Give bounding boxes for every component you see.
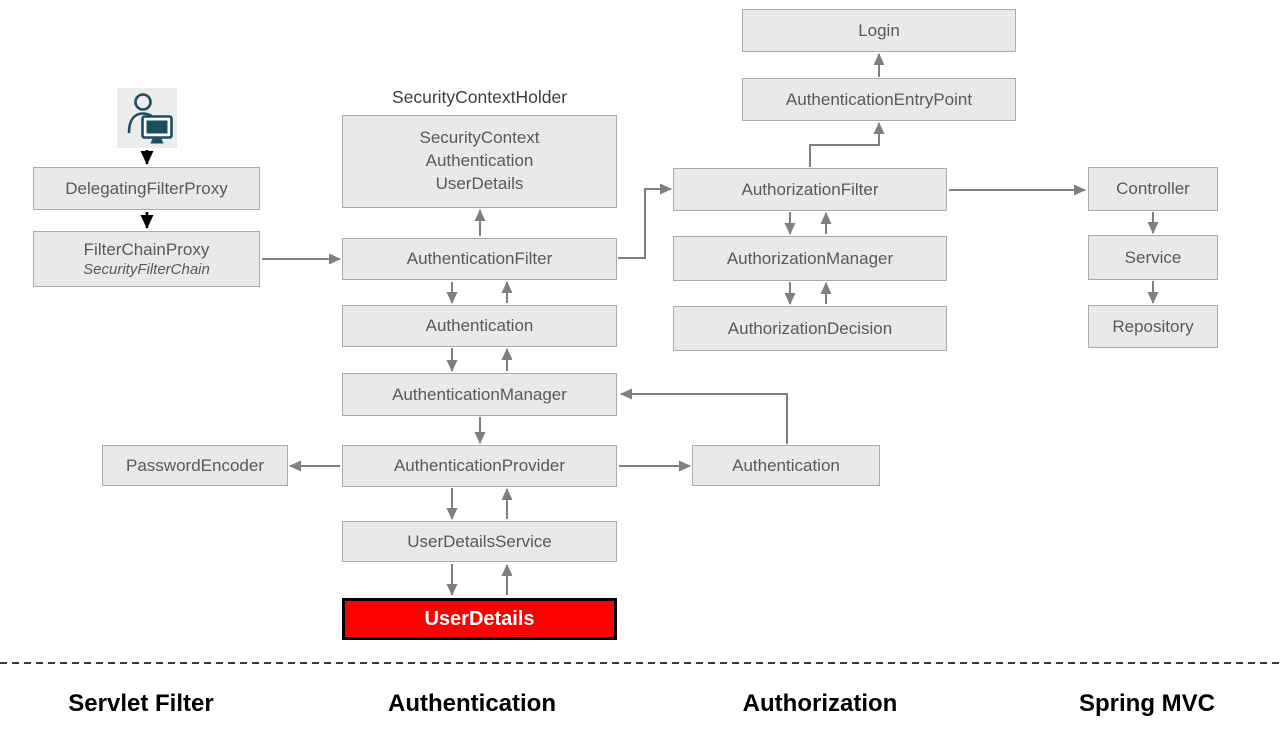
security-context-line: SecurityContext (419, 128, 540, 148)
node-authentication-right-label: Authentication (732, 455, 840, 475)
security-context-line: Authentication (425, 151, 534, 171)
node-security-context: SecurityContext Authentication UserDetai… (342, 115, 617, 208)
node-authentication-filter-label: AuthenticationFilter (406, 249, 553, 269)
node-authentication-entry-point: AuthenticationEntryPoint (742, 78, 1016, 121)
node-user-details-label: UserDetails (424, 607, 535, 630)
user-at-computer-icon (117, 88, 177, 148)
node-filter-chain-proxy: FilterChainProxy SecurityFilterChain (33, 231, 260, 287)
node-authorization-manager-label: AuthorizationManager (726, 248, 894, 268)
lane-label-spring-mvc: Spring MVC (1079, 690, 1215, 717)
node-authentication-filter: AuthenticationFilter (342, 238, 617, 280)
node-controller: Controller (1088, 167, 1218, 211)
node-authentication-provider: AuthenticationProvider (342, 445, 617, 487)
security-context-holder-label: SecurityContextHolder (391, 87, 568, 107)
node-login-label: Login (858, 20, 900, 40)
node-user-details-highlighted: UserDetails (342, 598, 617, 640)
node-authentication-middle: Authentication (342, 305, 617, 347)
node-repository-label: Repository (1112, 316, 1194, 336)
node-authorization-filter-label: AuthorizationFilter (741, 179, 879, 199)
node-authentication-manager: AuthenticationManager (342, 373, 617, 416)
node-authentication-middle-label: Authentication (425, 316, 534, 336)
user-at-computer-icon-glyph (127, 93, 173, 144)
node-authorization-manager: AuthorizationManager (673, 236, 947, 281)
node-password-encoder: PasswordEncoder (102, 445, 288, 486)
security-context-line: UserDetails (435, 173, 524, 193)
node-filter-chain-proxy-label: FilterChainProxy (83, 239, 210, 259)
node-authorization-filter: AuthorizationFilter (673, 168, 947, 211)
node-delegating-filter-proxy: DelegatingFilterProxy (33, 167, 260, 210)
lane-label-authorization: Authorization (742, 690, 898, 717)
node-login: Login (742, 9, 1016, 52)
node-authorization-decision: AuthorizationDecision (673, 306, 947, 351)
node-delegating-filter-proxy-label: DelegatingFilterProxy (65, 178, 228, 198)
node-authentication-provider-label: AuthenticationProvider (393, 456, 566, 476)
node-service-label: Service (1124, 247, 1182, 267)
node-password-encoder-label: PasswordEncoder (126, 455, 264, 475)
node-user-details-service: UserDetailsService (342, 521, 617, 562)
node-security-filter-chain-sublabel: SecurityFilterChain (83, 260, 210, 278)
node-authentication-entry-point-label: AuthenticationEntryPoint (785, 89, 973, 109)
node-user-details-service-label: UserDetailsService (407, 531, 552, 551)
node-authentication-manager-label: AuthenticationManager (392, 384, 567, 404)
node-service: Service (1088, 235, 1218, 280)
node-authorization-decision-label: AuthorizationDecision (727, 318, 893, 338)
lane-label-servlet-filter: Servlet Filter (68, 690, 214, 717)
lane-label-authentication: Authentication (388, 690, 556, 717)
node-authentication-right: Authentication (692, 445, 880, 486)
node-controller-label: Controller (1116, 179, 1190, 199)
node-repository: Repository (1088, 305, 1218, 348)
